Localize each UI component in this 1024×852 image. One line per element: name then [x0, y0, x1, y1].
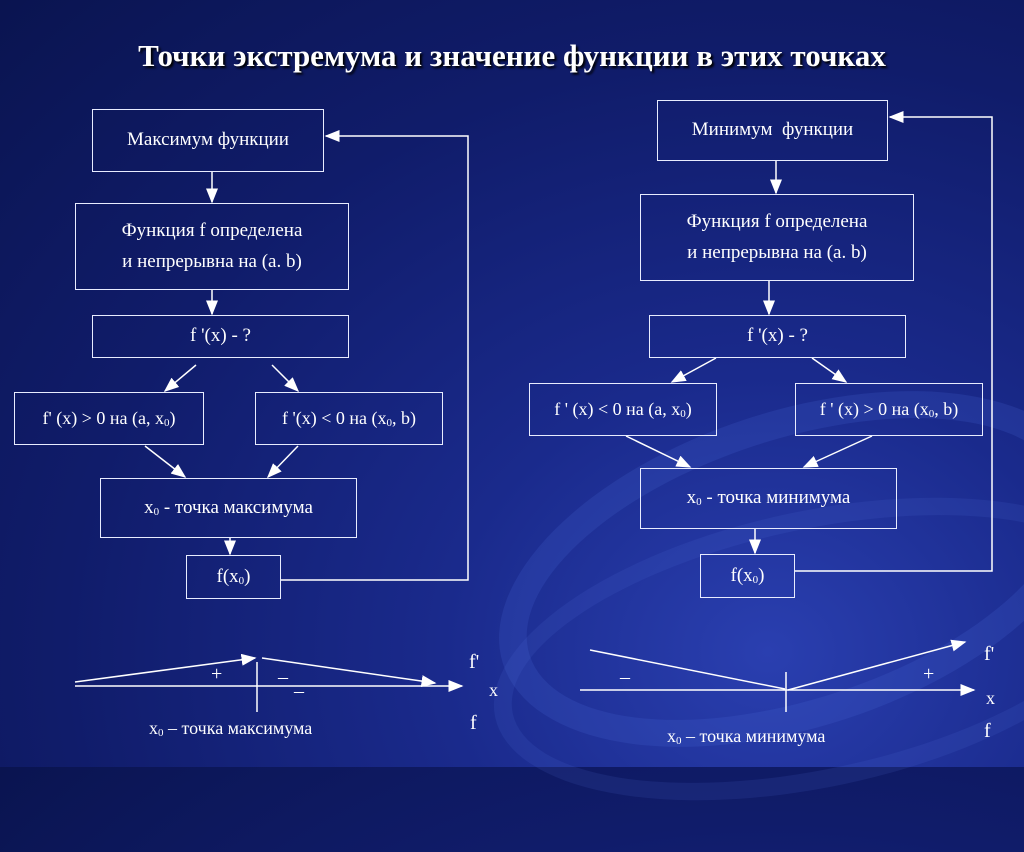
left-f-label: f — [470, 712, 477, 734]
right-plus-sign: + — [923, 663, 935, 685]
left-falling-arrow — [261, 657, 437, 688]
right-x-label: x — [986, 688, 995, 708]
left-value-label: f(x0) — [216, 565, 251, 587]
right-fprime-label: f' — [984, 643, 995, 665]
left-condition-box: Функция f определена и непрерывна на (a.… — [75, 203, 349, 290]
slide-title: Точки экстремума и значение функции в эт… — [138, 38, 886, 73]
left-condition-line2: и непрерывна на (a. b) — [122, 250, 302, 272]
left-arrow-4 — [271, 364, 300, 393]
left-value-box: f(x0) — [186, 555, 281, 599]
left-fprime-label: f' — [469, 651, 480, 673]
left-max-label: Максимум функции — [127, 129, 289, 151]
right-branch-increase-label: f ' (x) > 0 на (x0, b) — [819, 399, 959, 421]
left-minus-sign-2: – — [294, 680, 304, 702]
right-min-box: Минимум функции — [657, 100, 888, 161]
right-falling-line — [589, 649, 786, 690]
left-max-point-label: x0 - точка максимума — [144, 496, 313, 518]
left-max-point-box: x0 - точка максимума — [100, 478, 357, 538]
left-arrow-6 — [266, 445, 299, 479]
right-caption: x0 – точка минимума — [667, 726, 826, 747]
left-branch-increase-box: f' (x) > 0 на (a, x0) — [14, 392, 204, 445]
left-branch-increase-label: f' (x) > 0 на (a, x0) — [42, 408, 176, 430]
right-arrow-3 — [670, 357, 717, 383]
left-branch-decrease-box: f '(x) < 0 на (x0, b) — [255, 392, 443, 445]
left-caption: x0 – точка максимума — [149, 718, 313, 739]
left-feedback-arrow — [281, 130, 469, 581]
left-x-label: x — [489, 680, 498, 700]
right-min-point-box: x0 - точка минимума — [640, 468, 897, 529]
left-condition-line1: Функция f определена — [121, 220, 303, 242]
left-branch-decrease-label: f '(x) < 0 на (x0, b) — [281, 408, 416, 430]
left-rising-arrow — [74, 653, 257, 683]
left-plus-sign: + — [211, 663, 223, 685]
left-arrow-3 — [163, 364, 197, 392]
right-value-label: f(x0) — [730, 564, 765, 586]
right-condition-box: Функция f определена и непрерывна на (a.… — [640, 194, 914, 281]
left-max-box: Максимум функции — [92, 109, 324, 172]
left-derivative-box: f '(x) - ? — [92, 315, 349, 358]
right-value-box: f(x0) — [700, 554, 795, 598]
right-condition-line2: и непрерывна на (a. b) — [687, 241, 867, 263]
right-min-label: Минимум функции — [691, 119, 854, 141]
left-arrow-5 — [144, 445, 187, 478]
flowchart-connectors — [74, 111, 993, 696]
right-branch-increase-box: f ' (x) > 0 на (x0, b) — [795, 383, 983, 436]
right-feedback-arrow — [795, 111, 993, 572]
right-f-label: f — [984, 720, 991, 742]
right-min-point-label: x0 - точка минимума — [686, 487, 851, 509]
right-rising-arrow — [787, 639, 967, 691]
right-branch-decrease-label: f ' (x) < 0 на (a, x0) — [554, 399, 692, 421]
right-derivative-box: f '(x) - ? — [649, 315, 906, 358]
right-branch-decrease-box: f ' (x) < 0 на (a, x0) — [529, 383, 717, 436]
left-derivative-label: f '(x) - ? — [190, 325, 251, 347]
right-arrow-6 — [802, 435, 873, 468]
right-arrow-4 — [811, 357, 848, 383]
right-condition-line1: Функция f определена — [686, 211, 868, 233]
right-derivative-label: f '(x) - ? — [747, 325, 808, 347]
right-arrow-5 — [625, 435, 692, 468]
right-minus-sign: – — [620, 666, 630, 688]
left-minus-sign: – — [278, 666, 288, 688]
